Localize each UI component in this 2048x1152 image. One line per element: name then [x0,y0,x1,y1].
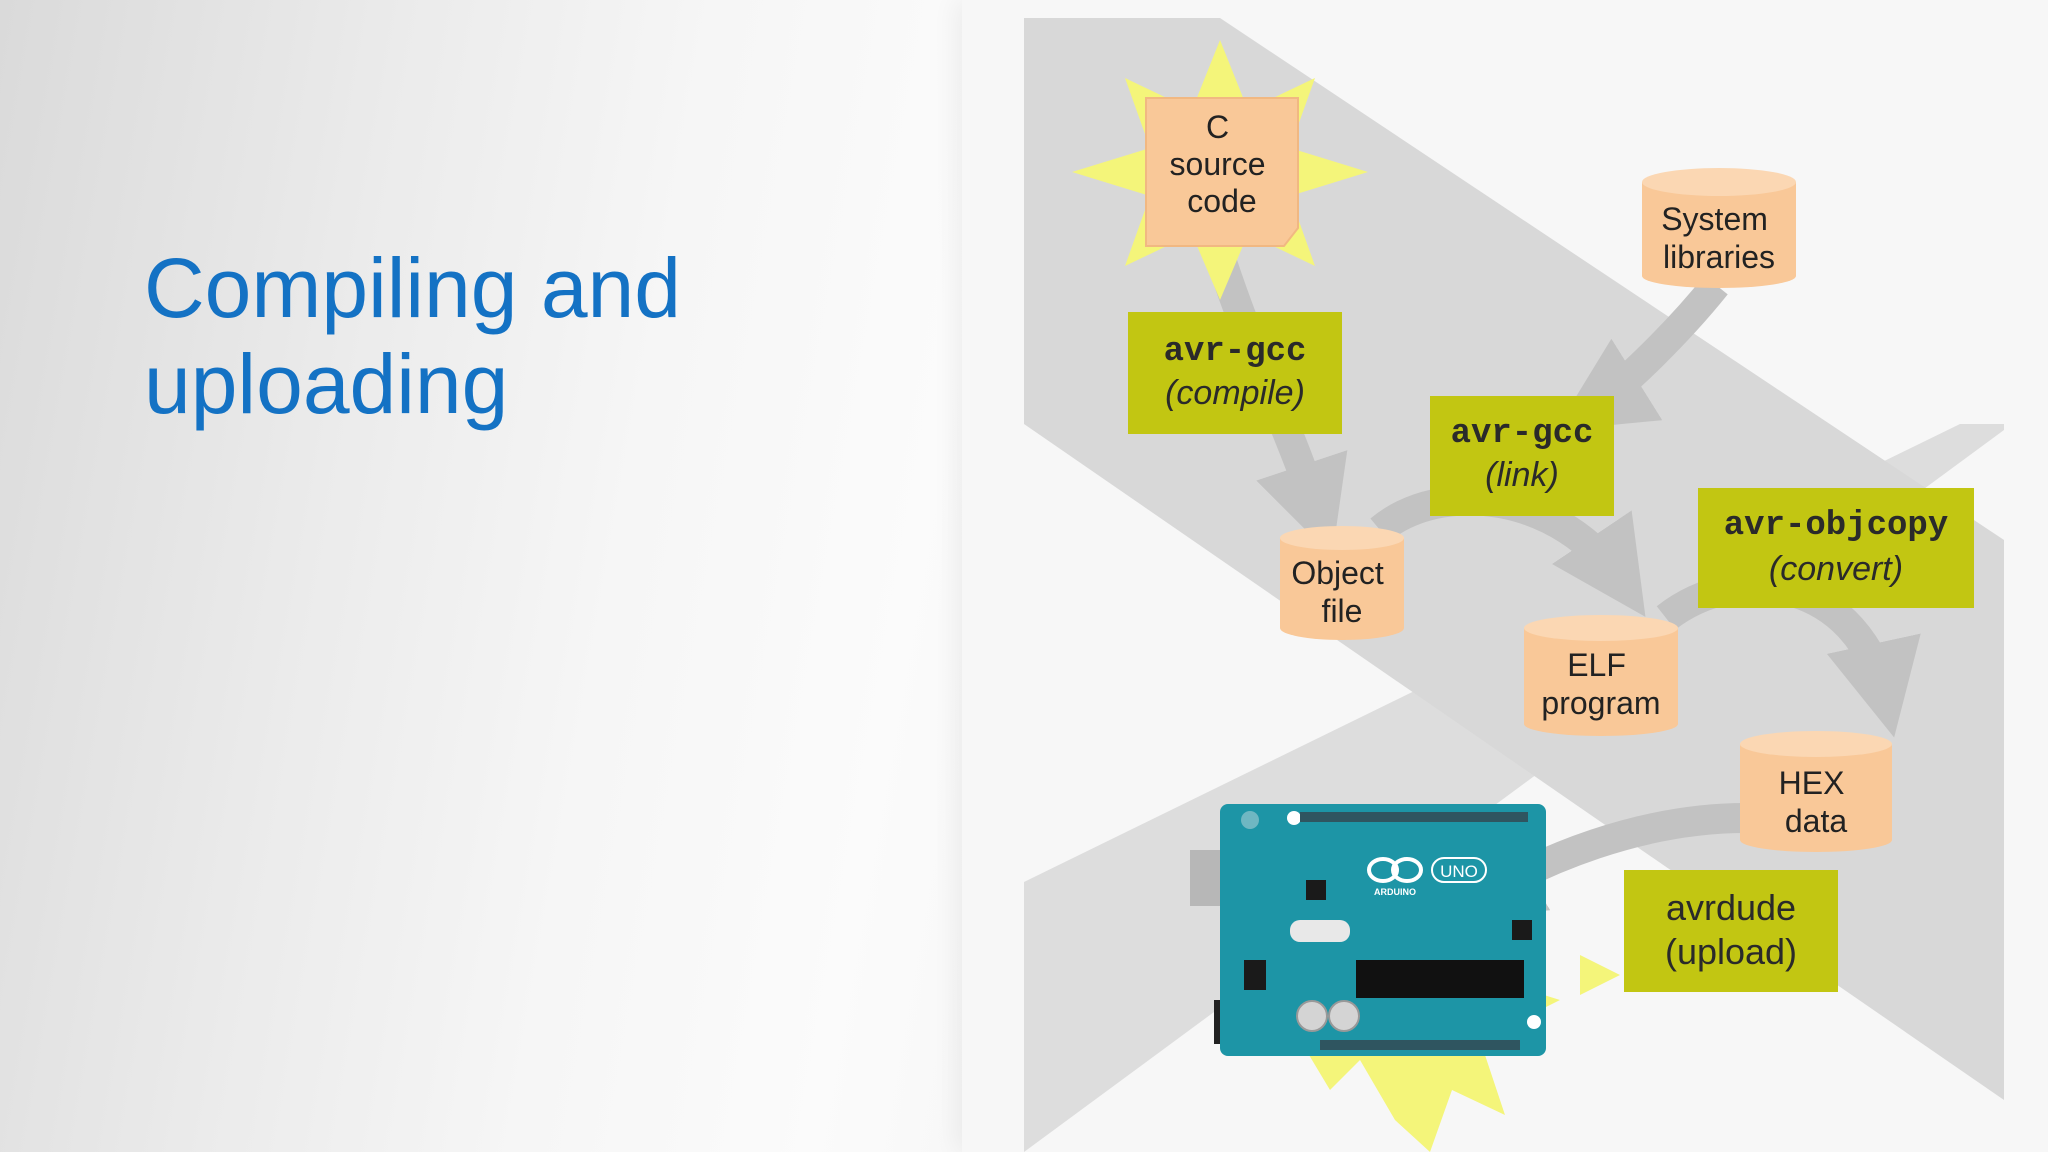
svg-text:HEX data: HEX data [1779,765,1854,839]
object-file-line-1: Object [1291,555,1384,591]
compile-action: (compile) [1165,374,1305,412]
svg-text:ELF program: ELF program [1541,647,1660,721]
c-source-line-1: C [1206,109,1229,145]
hex-data-node: HEX data [1740,731,1892,852]
microcontroller-chip [1356,960,1524,998]
elf-program-line-1: ELF [1567,647,1626,683]
arduino-logo-icon: ARDUINO [1367,857,1423,897]
title-line-1: Compiling and [144,241,681,335]
tool-convert: avr-objcopy (convert) [1698,488,1974,608]
compile-upload-diagram: C source code System libraries avr-gcc (… [962,0,2048,1152]
tool-upload: avrdude (upload) [1624,870,1838,992]
hex-data-line-1: HEX [1779,765,1845,801]
upload-action: (upload) [1665,931,1797,972]
svg-text:System libraries: System libraries [1661,201,1777,275]
capacitor-1 [1296,1000,1328,1032]
object-file-line-2: file [1322,593,1363,629]
system-libraries-node: System libraries [1642,168,1796,288]
link-command: avr-gcc [1451,415,1594,453]
c-source-line-2: source [1170,146,1266,182]
crystal [1290,920,1350,942]
c-source-line-3: code [1187,183,1256,219]
system-libraries-line-1: System [1661,201,1768,237]
diagram-canvas: C source code System libraries avr-gcc (… [1024,18,2004,1152]
elf-program-node: ELF program [1524,615,1678,736]
convert-command: avr-objcopy [1724,507,1948,545]
hex-data-line-2: data [1785,803,1847,839]
model-text: UNO [1440,862,1478,881]
tool-compile: avr-gcc (compile) [1128,312,1342,434]
system-libraries-line-2: libraries [1663,239,1775,275]
tool-link: avr-gcc (link) [1430,396,1614,516]
c-source-node: C source code [1145,97,1299,247]
compile-command: avr-gcc [1164,333,1307,371]
convert-action: (convert) [1769,550,1903,588]
title-line-2: uploading [144,337,509,431]
capacitor-2 [1328,1000,1360,1032]
board-pcb [1220,804,1546,1056]
slide-title: Compiling and uploading [144,240,844,432]
object-file-node: Object file [1280,526,1404,640]
svg-text:Object file: Object file [1291,555,1392,629]
logo-text: ARDUINO [1374,887,1416,897]
link-action: (link) [1485,456,1559,494]
svg-text:C source code: C source code [1170,109,1275,219]
digital-header [1300,812,1528,822]
arduino-board: ARDUINO UNO [1190,804,1546,1056]
analog-header [1320,1040,1520,1050]
elf-program-line-2: program [1541,685,1660,721]
upload-command: avrdude [1666,887,1796,928]
